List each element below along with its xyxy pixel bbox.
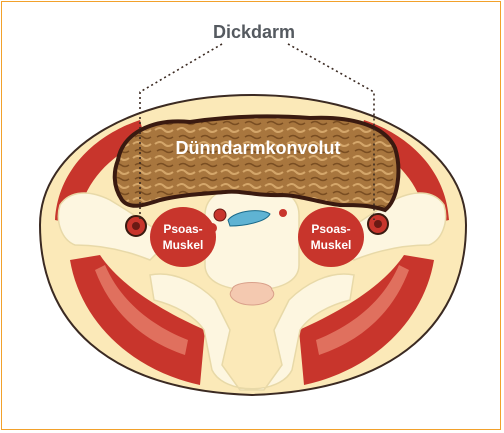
- colon-label: Dickdarm: [213, 22, 295, 42]
- small-intestine-label: Dünndarmkonvolut: [176, 138, 341, 158]
- right-psoas-muscle: [298, 207, 364, 267]
- psoas-right-label-line2: Muskel: [311, 238, 352, 252]
- left-colon-lumen: [132, 222, 140, 230]
- psoas-left-label-line2: Muskel: [163, 238, 204, 252]
- spinal-canal: [230, 283, 274, 306]
- right-colon-lumen: [374, 220, 382, 228]
- vertebral-body: [205, 185, 299, 290]
- psoas-left-label-line1: Psoas-: [163, 222, 202, 236]
- aorta: [214, 209, 226, 221]
- small-intestine-convolute: [115, 116, 399, 210]
- left-psoas-muscle: [150, 207, 216, 267]
- psoas-right-label-line1: Psoas-: [311, 222, 350, 236]
- right-iliac-vessel: [279, 209, 287, 217]
- left-iliac-vessel: [207, 223, 217, 233]
